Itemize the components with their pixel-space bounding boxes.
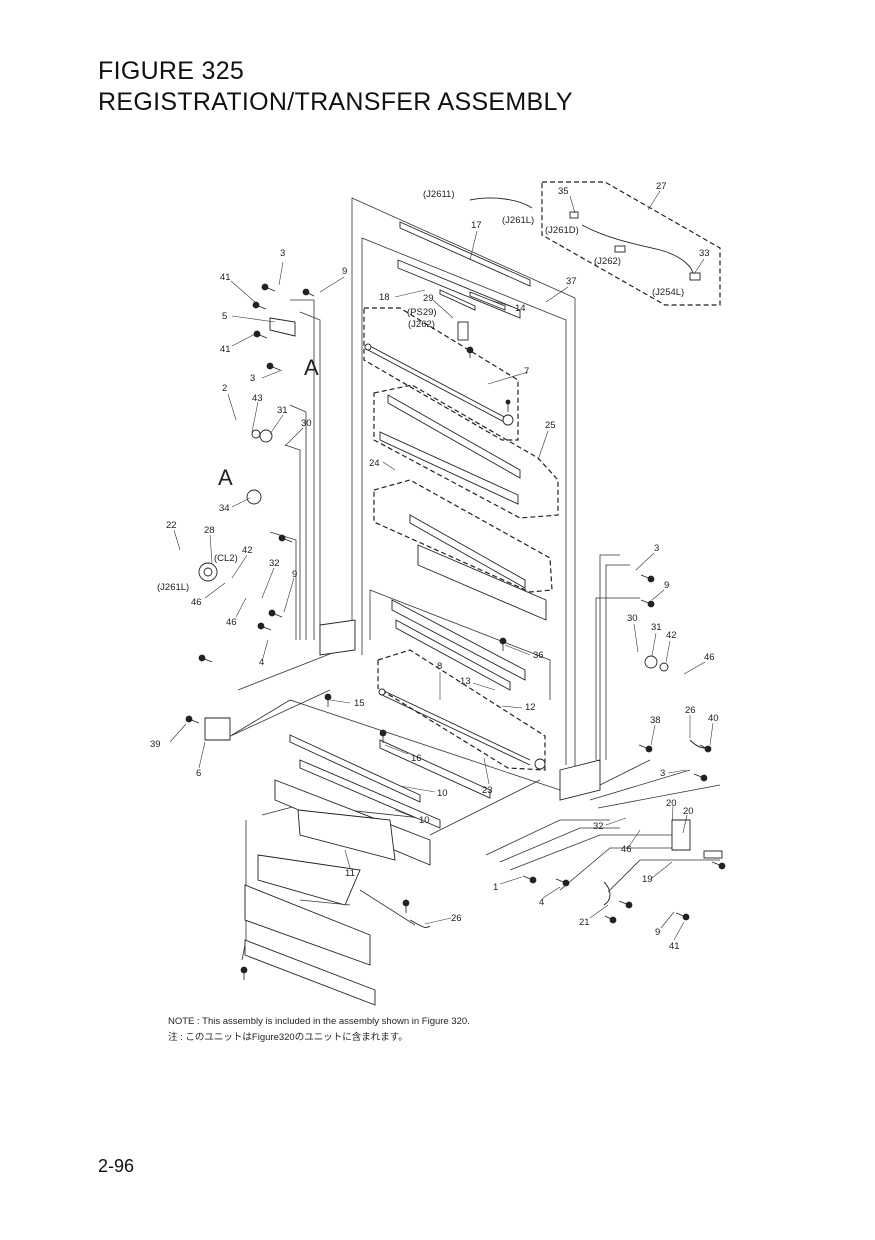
callout-20: 20 — [666, 798, 677, 809]
callout-18: 18 — [379, 292, 390, 303]
callout-34: 34 — [219, 503, 230, 514]
callout-9: 9 — [655, 927, 660, 938]
callout-27: 27 — [656, 181, 667, 192]
callout-10: 10 — [437, 788, 448, 799]
callout-43: 43 — [252, 393, 263, 404]
callout-31: 31 — [277, 405, 288, 416]
callout-31: 31 — [651, 622, 662, 633]
leader-lines — [169, 190, 714, 941]
connector-label: (J261L) — [157, 582, 189, 593]
callout-4: 4 — [259, 657, 264, 668]
connector-label: (J254L) — [652, 287, 684, 298]
callout-30: 30 — [301, 418, 312, 429]
callout-3: 3 — [660, 768, 665, 779]
view-marker-a: A — [304, 355, 319, 380]
callout-30: 30 — [627, 613, 638, 624]
callout-10: 10 — [419, 815, 430, 826]
view-marker-a: A — [218, 465, 233, 490]
callout-42: 42 — [242, 545, 253, 556]
callout-25: 25 — [545, 420, 556, 431]
callout-16: 16 — [411, 753, 422, 764]
callout-8: 8 — [437, 661, 442, 672]
callout-38: 38 — [650, 715, 661, 726]
connector-label: (PS29) — [407, 307, 437, 318]
item-callouts: 3 9 41 5 41 3 2 43 31 30 34 22 28 42 32 … — [150, 181, 719, 952]
callout-5: 5 — [222, 311, 227, 322]
callout-3: 3 — [280, 248, 285, 259]
callout-22: 22 — [166, 520, 177, 531]
callout-41: 41 — [220, 272, 231, 283]
callout-6: 6 — [196, 768, 201, 779]
callout-42: 42 — [666, 630, 677, 641]
part-drawings — [198, 197, 723, 1006]
callout-13: 13 — [460, 676, 471, 687]
callout-26: 26 — [685, 705, 696, 716]
callout-23: 23 — [482, 785, 493, 796]
figure-title: REGISTRATION/TRANSFER ASSEMBLY — [98, 88, 573, 116]
callout-37: 37 — [566, 276, 577, 287]
note-english: NOTE : This assembly is included in the … — [168, 1016, 470, 1027]
callout-41: 41 — [220, 344, 231, 355]
connector-labels: (J2611) (J261L) (J261D) (J262) (J254L) (… — [157, 189, 684, 593]
connector-label: (J2611) — [423, 189, 455, 200]
connector-label: (CL2) — [214, 553, 238, 564]
frame-lines — [221, 197, 721, 961]
callout-15: 15 — [354, 698, 365, 709]
callout-24: 24 — [369, 458, 380, 469]
callout-7: 7 — [524, 366, 529, 377]
callout-39: 39 — [150, 739, 161, 750]
callout-32: 32 — [269, 558, 280, 569]
callout-46: 46 — [226, 617, 237, 628]
dashed-subassembly-outlines — [363, 181, 721, 771]
callout-46: 46 — [191, 597, 202, 608]
callout-36: 36 — [533, 650, 544, 661]
note-japanese: 注 : このユニットはFigure320のユニットに含まれます。 — [168, 1032, 408, 1043]
callout-46: 46 — [621, 844, 632, 855]
callout-3: 3 — [250, 373, 255, 384]
callout-33: 33 — [699, 248, 710, 259]
callout-3: 3 — [654, 543, 659, 554]
callout-46: 46 — [704, 652, 715, 663]
callout-9: 9 — [292, 569, 297, 580]
callout-14: 14 — [515, 303, 526, 314]
callout-21: 21 — [579, 917, 590, 928]
callout-9: 9 — [664, 580, 669, 591]
callout-29: 29 — [423, 293, 434, 304]
callout-28: 28 — [204, 525, 215, 536]
callout-41: 41 — [669, 941, 680, 952]
callout-11: 11 — [345, 868, 355, 879]
callout-2: 2 — [222, 383, 227, 394]
connector-label: (J262) — [594, 256, 621, 267]
connector-label: (J261D) — [545, 225, 579, 236]
connector-label: (J261L) — [502, 215, 534, 226]
callout-40: 40 — [708, 713, 719, 724]
figure-number: FIGURE 325 — [98, 57, 245, 85]
callout-32: 32 — [593, 821, 604, 832]
callout-20: 20 — [683, 806, 694, 817]
callout-12: 12 — [525, 702, 536, 713]
connector-label: (J262) — [408, 319, 435, 330]
callout-26: 26 — [451, 913, 462, 924]
screw-icons — [185, 283, 726, 980]
callout-1: 1 — [493, 882, 498, 893]
callout-4: 4 — [539, 897, 544, 908]
callout-19: 19 — [642, 874, 653, 885]
page-number: 2-96 — [98, 1156, 135, 1176]
callout-35: 35 — [558, 186, 569, 197]
callout-9: 9 — [342, 266, 347, 277]
callout-17: 17 — [471, 220, 482, 231]
